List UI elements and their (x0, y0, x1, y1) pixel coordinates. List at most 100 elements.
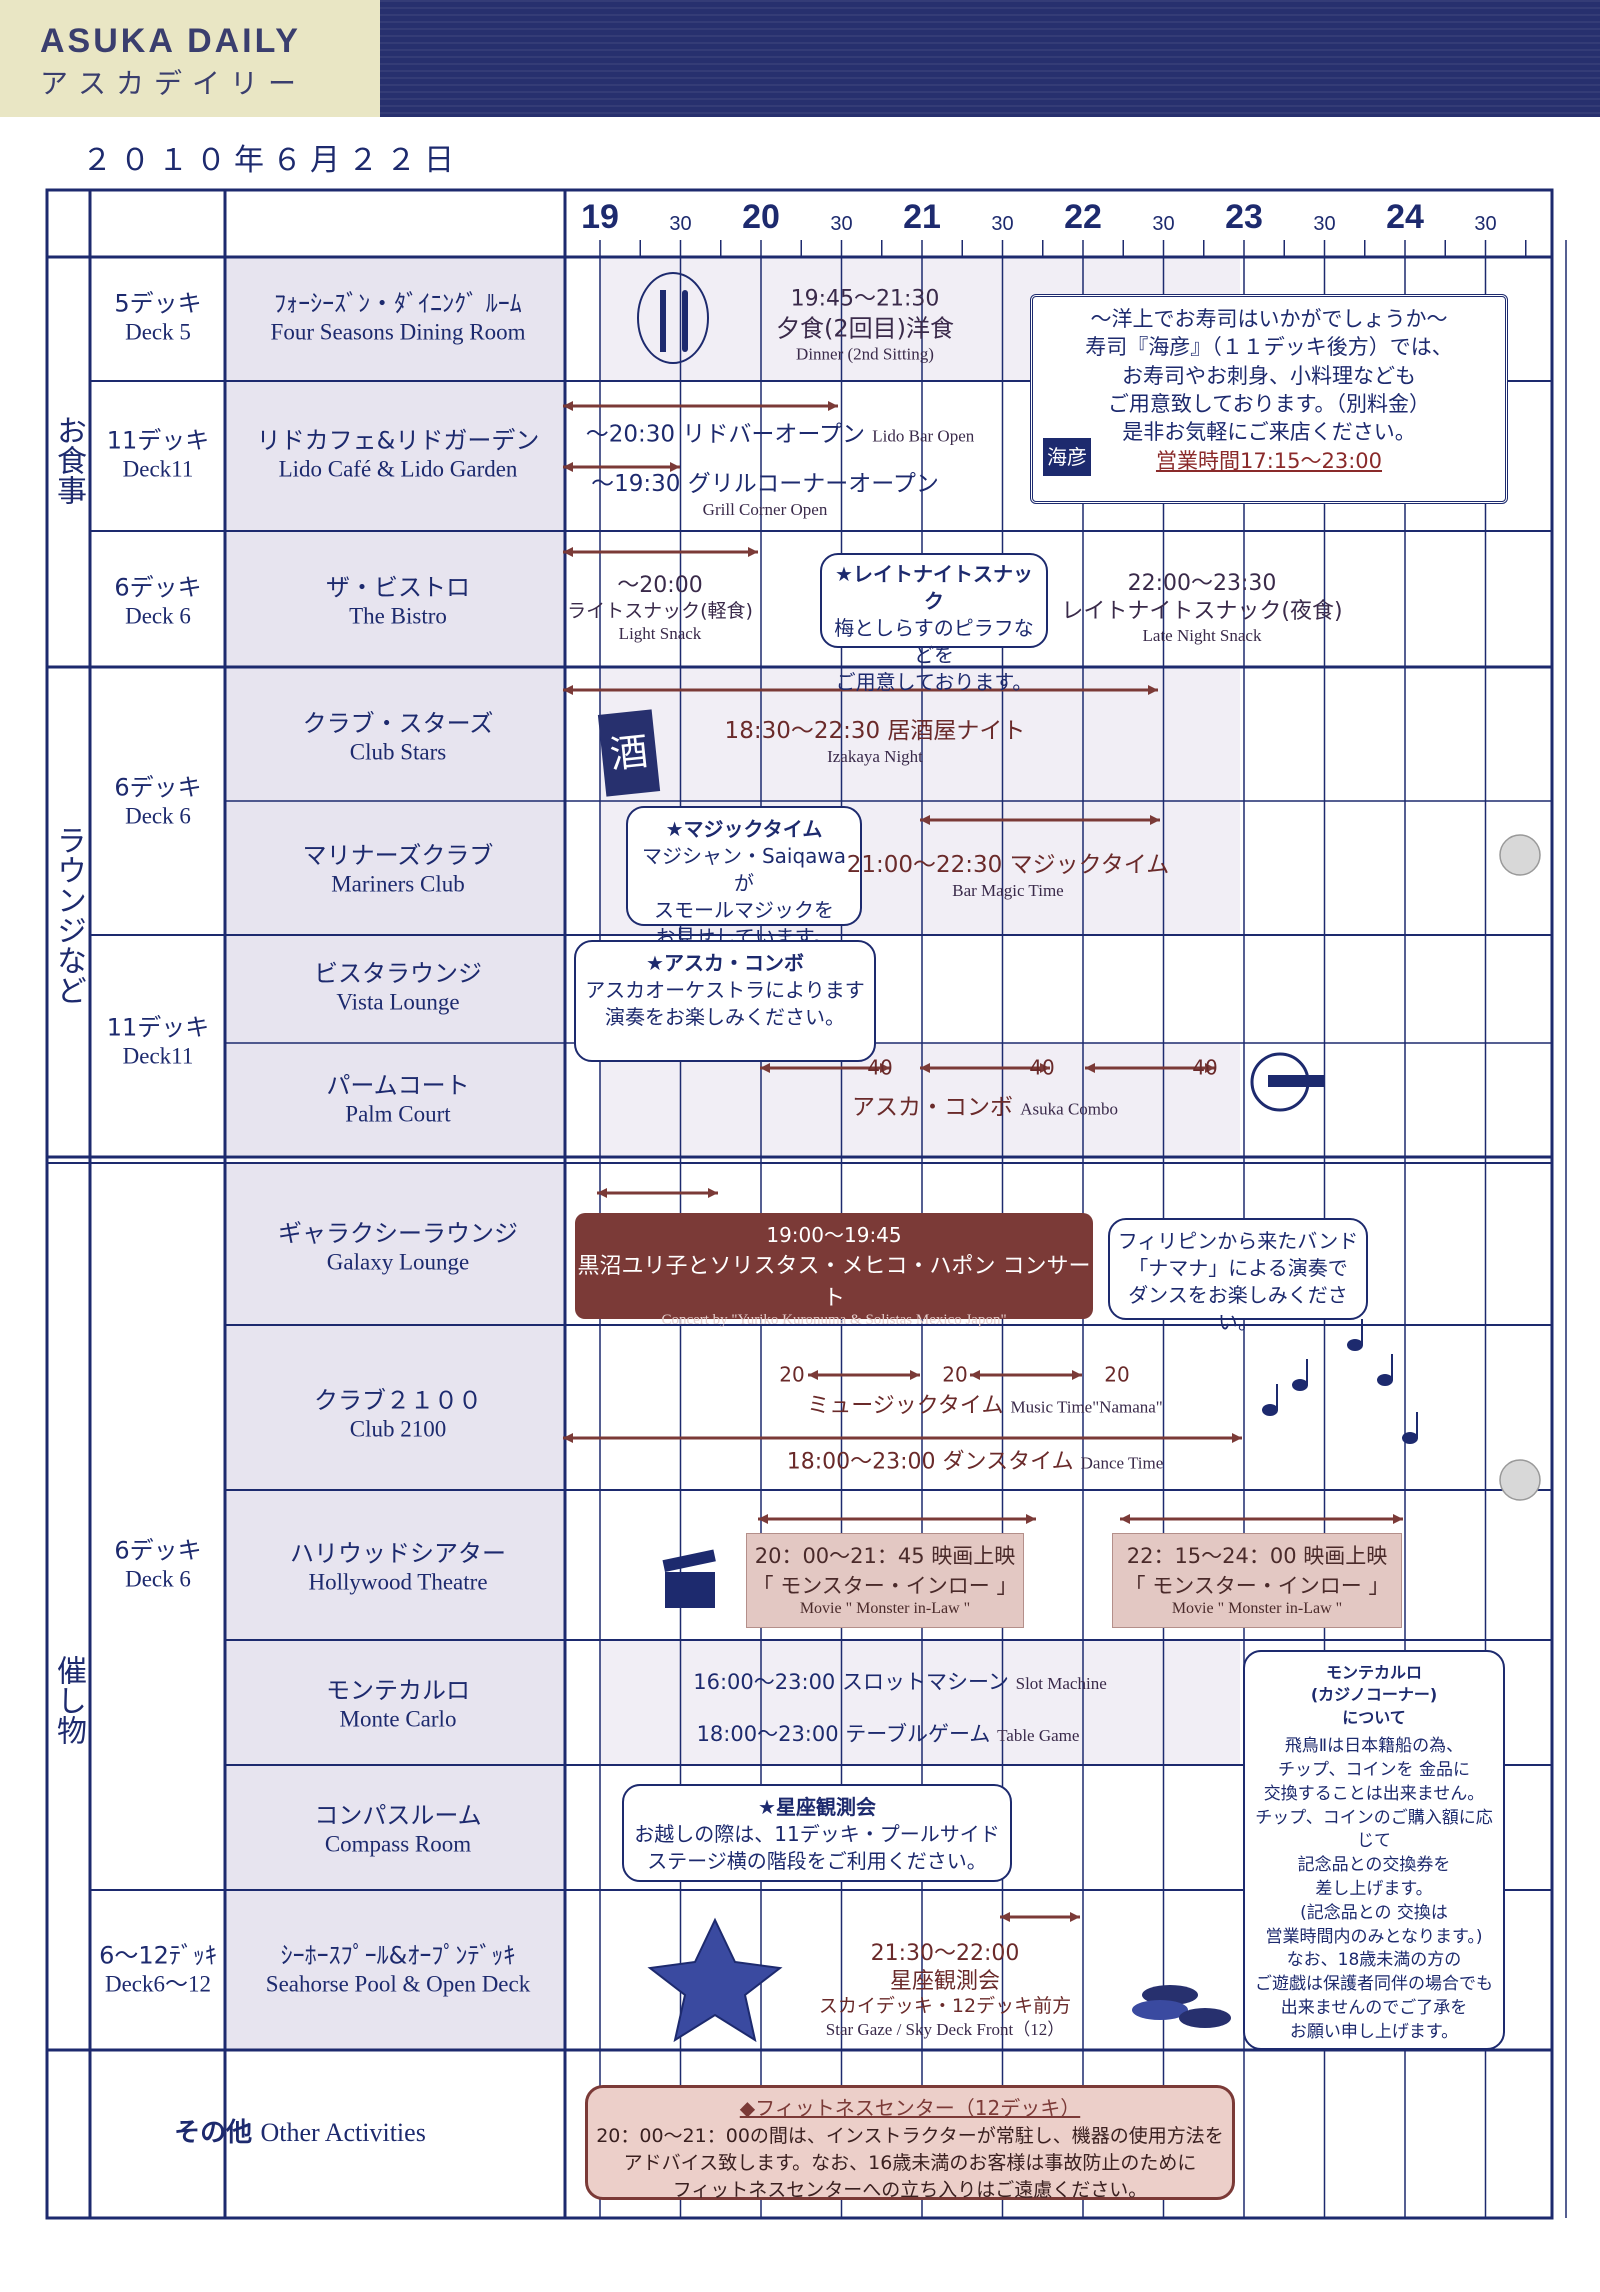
movie1-arrow-head (1026, 1514, 1036, 1524)
brand-subtitle: アスカデイリー (40, 67, 307, 100)
trumpet-body-icon (1268, 1075, 1324, 1087)
dance-event: 18:00～23:00 ダンスタイム Dance Time (786, 1449, 1164, 1475)
combo-duration: 40 (1192, 1055, 1218, 1080)
category-lounge: ラウンジなど (51, 825, 86, 1005)
monte-carlo-note: モンテカルロ (カジノコーナー) について 飛鳥Ⅱは日本籍船の為、チップ、コイン… (1243, 1650, 1505, 2050)
concert-box: 19:00～19:45 黒沼ユリ子とソリスタス・メヒコ・ハポン コンサート Co… (575, 1213, 1093, 1328)
venue-cell (225, 1890, 565, 2050)
brand-title: ASUKA DAILY (40, 22, 301, 60)
venue-cell (225, 935, 565, 1043)
star-gaze-arrow-tail (1000, 1912, 1010, 1922)
music-interval: 20 (779, 1362, 805, 1387)
hour-label: 21 (903, 198, 941, 236)
other-activities-label: その他 Other Activities (174, 2117, 426, 2148)
venue-cell (225, 1325, 565, 1490)
lido-bar-arrow-tail (563, 401, 573, 411)
grill-arrow-head (670, 462, 680, 472)
venue-cell (225, 257, 565, 381)
half-hour-label: 30 (830, 213, 852, 235)
clapperboard-icon (665, 1572, 715, 1608)
hour-label: 19 (581, 198, 619, 236)
half-hour-label: 30 (1313, 213, 1335, 235)
dance-arrow-tail (563, 1433, 573, 1443)
table-game-event: 18:00～23:00 テーブルゲーム Table Game (696, 1721, 1080, 1746)
combo-arrow-tail (1085, 1063, 1095, 1073)
hour-label: 23 (1225, 198, 1263, 236)
half-hour-label: 30 (669, 213, 691, 235)
fitness-notice: ◆フィットネスセンター（12デッキ） 20：00～21：00の間は、インストラク… (585, 2085, 1235, 2201)
music-note-icon (1402, 1432, 1418, 1444)
magic-arrow-tail (920, 815, 930, 825)
venue-cell (225, 1163, 565, 1325)
sushi-notice: ～洋上でお寿司はいかがでしょうか～ 寿司『海彦』（１１デッキ後方）では、 お寿司… (1030, 294, 1508, 504)
venue-cell (225, 1043, 565, 1155)
sushi-logo: 海彦 (1043, 438, 1091, 476)
table-frame (45, 188, 1554, 2220)
combo-arrow-tail (920, 1063, 930, 1073)
late-snack-bubble: ★レイトナイトスナック 梅としらすのピラフなどをご用意しております。 (820, 553, 1048, 694)
lido-bar-event: ～20:30 リドバーオープン Lido Bar Open (585, 421, 975, 448)
combo-duration: 40 (1029, 1055, 1055, 1080)
fork-icon (660, 290, 666, 352)
music-note-icon (1347, 1339, 1363, 1351)
knife-icon (682, 290, 688, 352)
combo-event: アスカ・コンボ Asuka Combo (851, 1094, 1119, 1121)
music-interval: 20 (1104, 1362, 1130, 1387)
coin-icon (1179, 2008, 1231, 2028)
magic-arrow-head (1150, 815, 1160, 825)
music-arrow-head (910, 1370, 920, 1380)
binder-hole (1499, 834, 1541, 876)
hour-label: 20 (742, 198, 780, 236)
music-note-icon (1262, 1404, 1278, 1416)
music-arrow-head (1072, 1370, 1082, 1380)
half-hour-label: 30 (991, 213, 1013, 235)
venue-cell (225, 1640, 565, 1765)
combo-arrow-head (1040, 1063, 1050, 1073)
movie1-arrow-tail (758, 1514, 768, 1524)
izakaya-arrow-head (1148, 685, 1158, 695)
music-event: ミュージックタイム Music Time"Namana" (807, 1393, 1163, 1419)
dance-arrow-head (1232, 1433, 1242, 1443)
concert-arrow-head (708, 1188, 718, 1198)
movie2-arrow-tail (1120, 1514, 1130, 1524)
music-interval: 20 (942, 1362, 968, 1387)
header-title-block: ASUKA DAILY アスカデイリー (0, 0, 380, 117)
venue-cell (225, 1490, 565, 1640)
slot-event: 16:00～23:00 スロットマシーン Slot Machine (693, 1669, 1107, 1694)
combo-arrow-head (880, 1063, 890, 1073)
venue-cell (225, 1765, 565, 1890)
half-hour-label: 30 (1474, 213, 1496, 235)
category-dining: お食事 (51, 415, 86, 505)
hour-label: 24 (1386, 198, 1424, 236)
movie2-arrow-head (1393, 1514, 1403, 1524)
venue-cell (225, 667, 565, 801)
coin-icon (1142, 1985, 1198, 2005)
time-band (600, 1640, 1240, 1765)
issue-date: ２０１０年６月２２日 (82, 143, 462, 178)
half-hour-label: 30 (1152, 213, 1174, 235)
light-snack-arrow-tail (563, 547, 573, 557)
light-snack-arrow-head (748, 547, 758, 557)
fork-knife-icon (637, 272, 709, 364)
venue-cell (225, 801, 565, 935)
star-icon (647, 1917, 783, 2043)
